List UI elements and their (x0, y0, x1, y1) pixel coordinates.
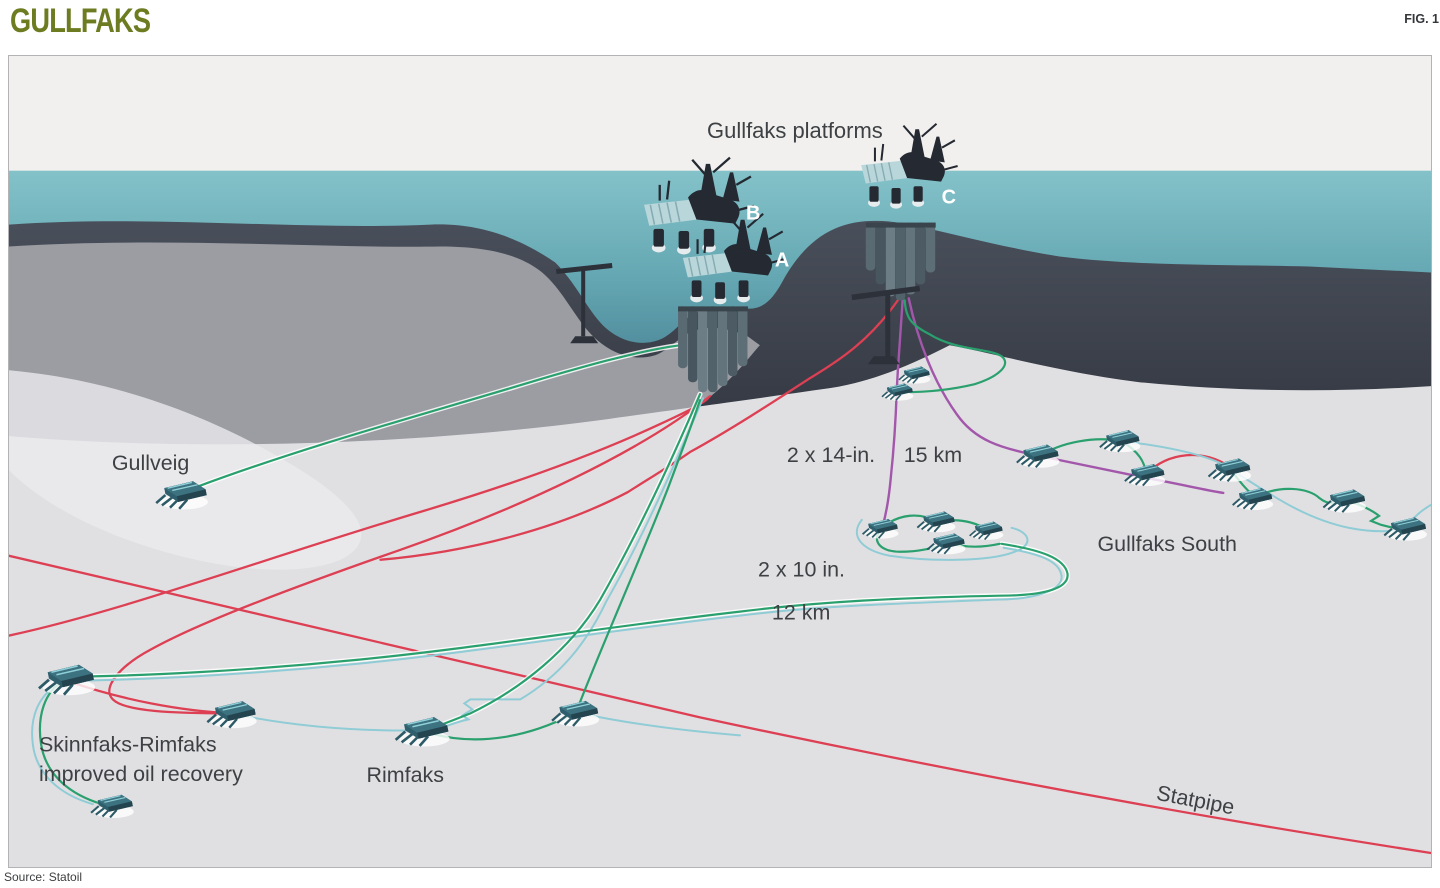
loading-buoy-mast-east-icon (851, 285, 921, 365)
label-skinnfaks-line1: Skinnfaks-Rimfaks (39, 732, 217, 756)
pipeline-segment (876, 514, 1001, 553)
pipeline-segment (379, 299, 899, 561)
gravity-base-c (865, 222, 936, 301)
label-pipeline-14in-size: 2 x 14-in. (787, 443, 875, 467)
seabed-terrace (9, 242, 760, 453)
seabed-floor (9, 345, 1431, 867)
label-gullveig: Gullveig (112, 451, 189, 475)
pipeline-gullveig (195, 344, 682, 489)
label-platform-c: C (942, 187, 956, 209)
loading-buoy-mast-west-icon (555, 263, 613, 344)
pipelines-teal-service (31, 397, 1431, 806)
label-pipeline-14in-length: 15 km (904, 443, 962, 467)
page-title: GULLFAKS (10, 2, 151, 40)
seabed-highlight (9, 370, 362, 570)
figure-label: FIG. 1 (1404, 12, 1439, 26)
pipeline-segment (429, 397, 705, 734)
label-pipeline-10in-size: 2 x 10 in. (758, 558, 845, 582)
pipeline-statpipe (9, 554, 1431, 855)
pipeline-segment (1230, 468, 1406, 533)
label-gullfaks-south: Gullfaks South (1097, 532, 1236, 556)
field-schematic: Gullfaks platforms A B C Gullveig 2 x 14… (9, 56, 1431, 867)
pipelines-purple-gas (881, 297, 1225, 528)
pipeline-to-rimfaks (427, 393, 702, 731)
pipeline-segment (576, 399, 702, 711)
pipeline-segment (902, 299, 1007, 394)
label-skinnfaks-line2: improved oil recovery (39, 762, 243, 786)
gravity-base-a (678, 306, 748, 393)
pipeline-segment (87, 546, 1063, 682)
pipeline-segment (856, 518, 1029, 561)
pipeline-segment (31, 684, 94, 806)
pipeline-10in-west (85, 542, 1069, 678)
label-rimfaks: Rimfaks (366, 763, 443, 787)
sky (9, 56, 1431, 171)
label-platform-a: A (775, 249, 789, 271)
pipeline-segment (239, 714, 422, 732)
pipeline-14in-gas (881, 297, 904, 528)
pipeline-segment (108, 395, 712, 715)
label-pipeline-10in-length: 12 km (772, 601, 830, 625)
source-note: Source: Statoil (4, 870, 83, 884)
diagram-canvas: Gullfaks platforms A B C Gullveig 2 x 14… (8, 55, 1432, 868)
label-platform-b: B (746, 203, 760, 225)
pipeline-segment (589, 714, 741, 737)
pipeline-gullfaks-south (907, 297, 1225, 495)
label-gullfaks-platforms: Gullfaks platforms (707, 118, 883, 143)
pipeline-segment (9, 397, 710, 637)
